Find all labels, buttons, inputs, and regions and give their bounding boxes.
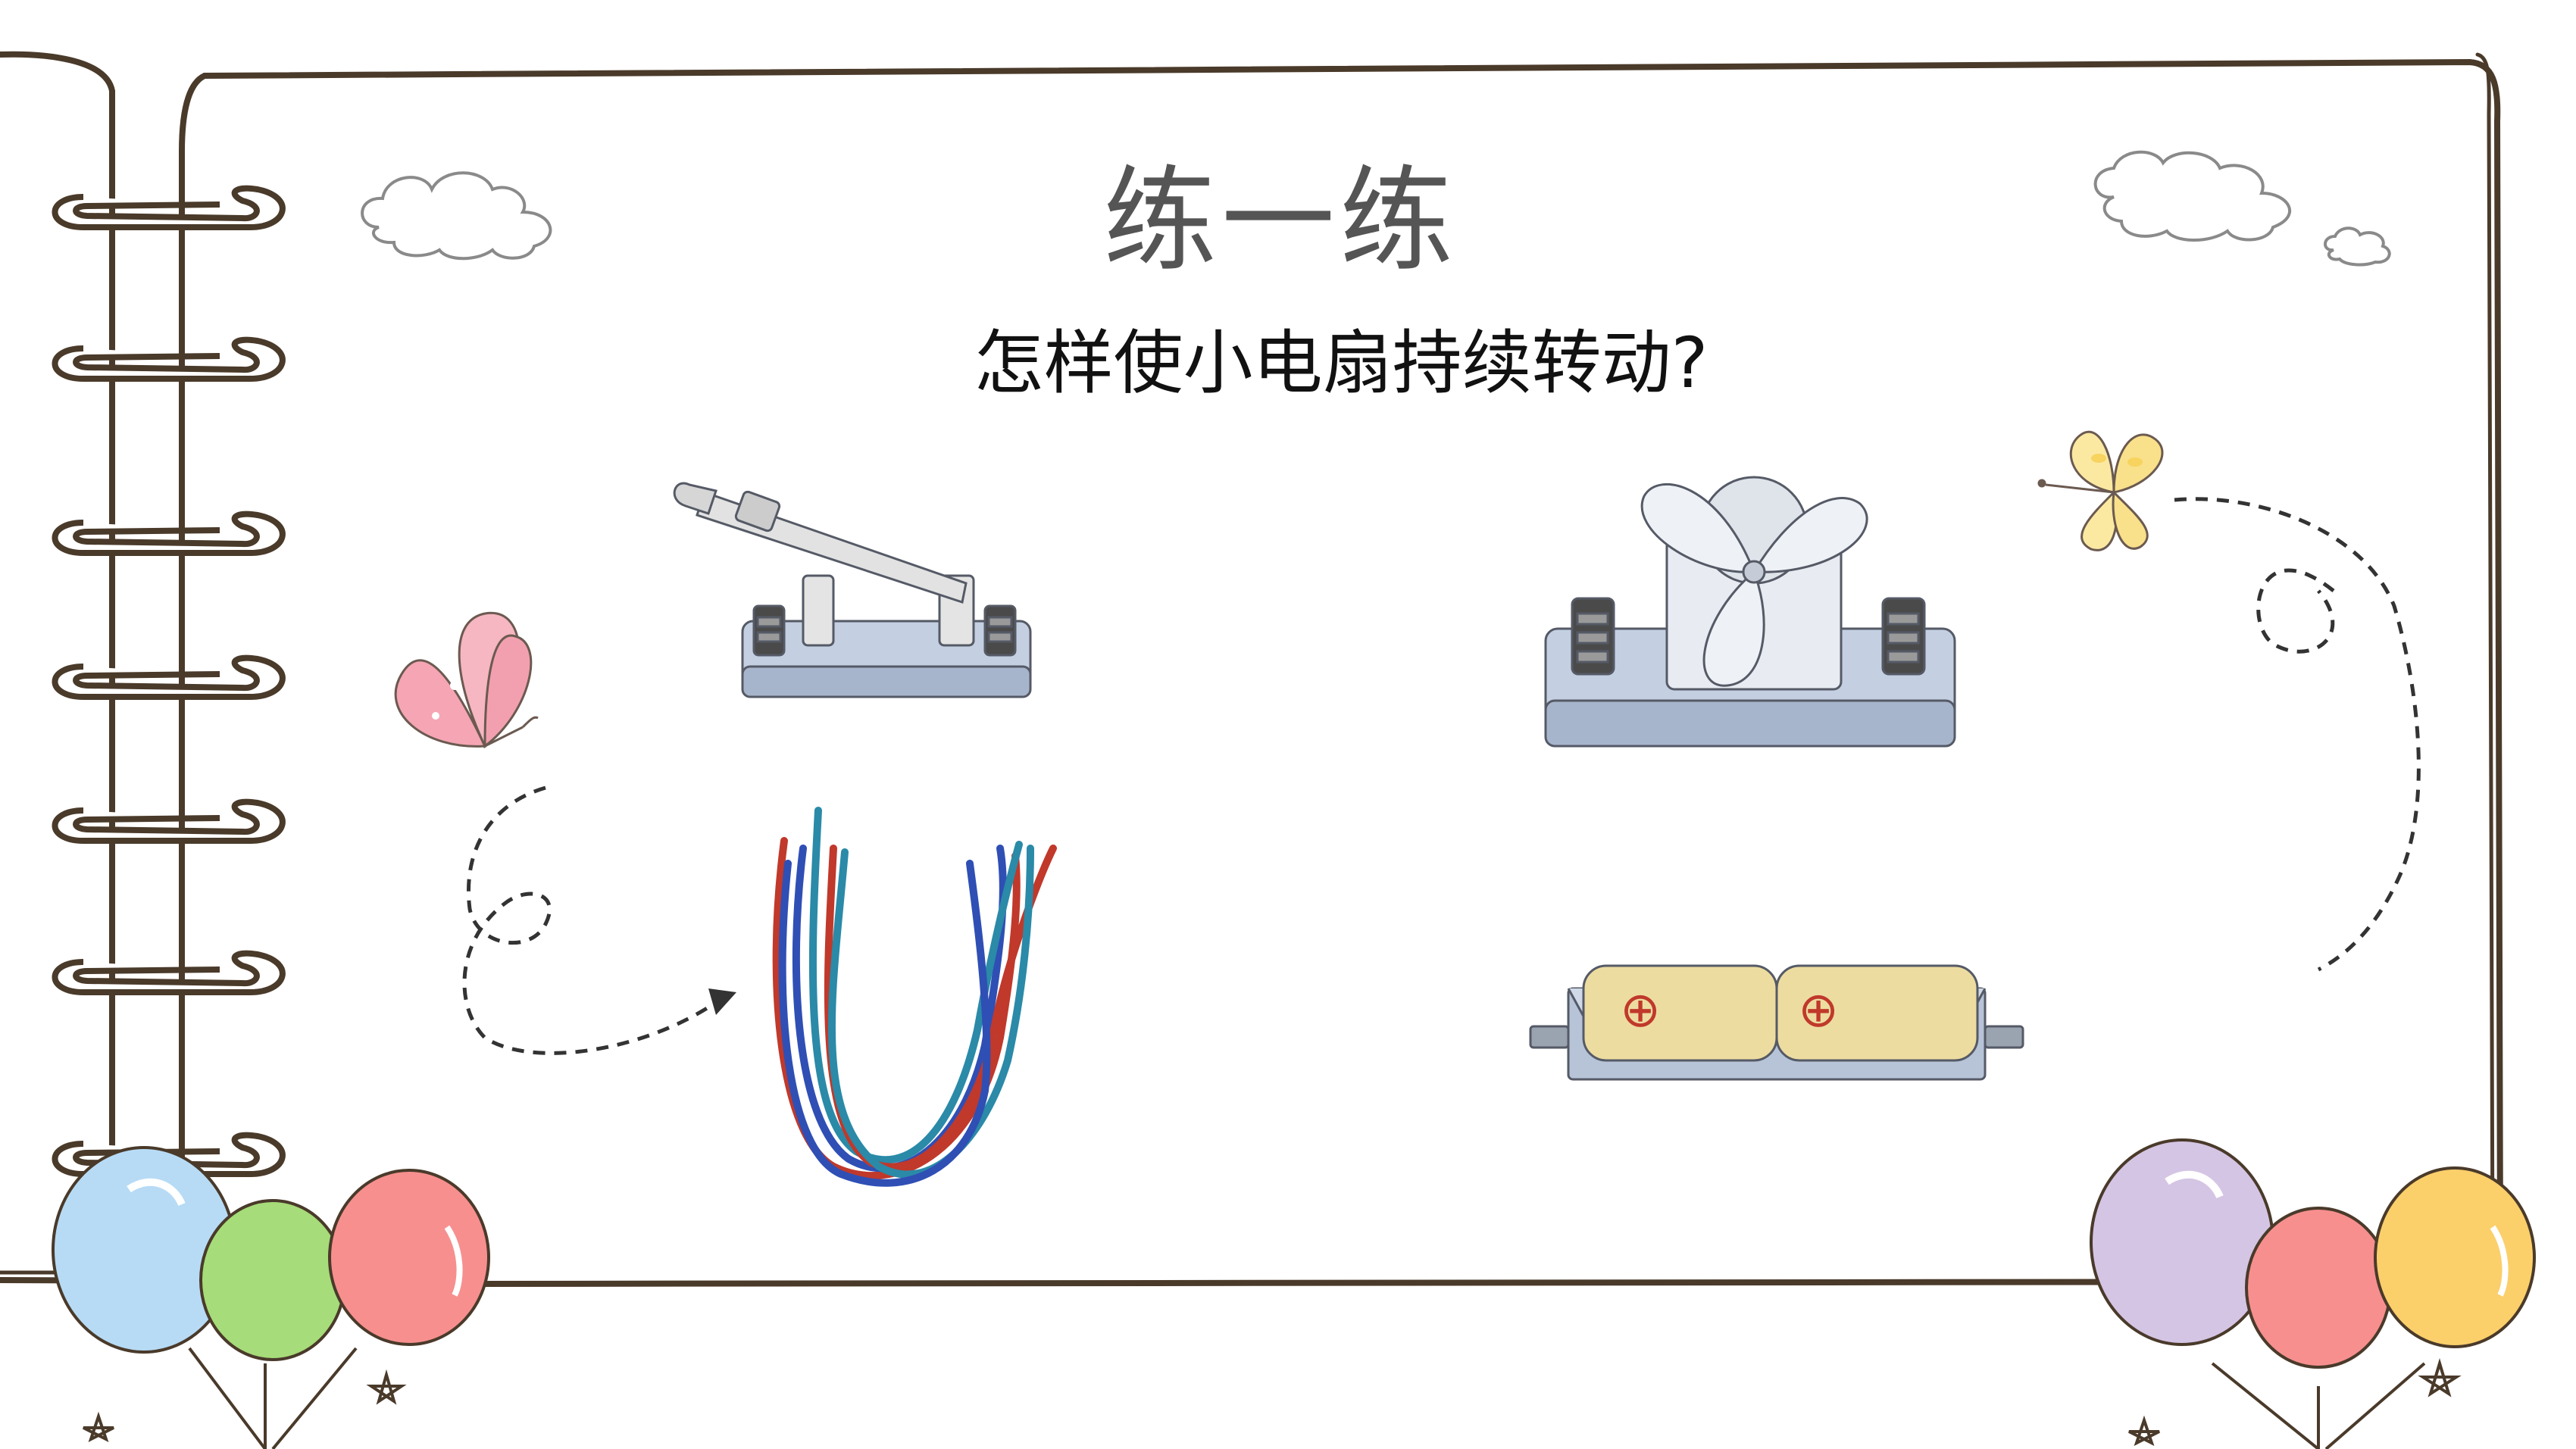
binder-ring-1 <box>52 185 286 230</box>
arrow-head-icon <box>708 988 736 1015</box>
battery-plus-mark: ⊕ <box>1620 982 1661 1038</box>
terminal-screw <box>752 604 786 657</box>
cloud-icon <box>2093 150 2391 267</box>
star-icon <box>83 1369 407 1442</box>
dashed-path <box>462 497 2421 1055</box>
knife-switch-illustration <box>673 482 1032 698</box>
butterfly-icon <box>394 611 539 749</box>
wires-illustration <box>772 807 1057 1187</box>
balloons-left <box>52 1146 490 1449</box>
binder-ring-6 <box>52 950 286 995</box>
terminal-screw <box>1571 597 1615 676</box>
battery-cell: ⊕ <box>1775 964 1979 1062</box>
battery-plus-mark: ⊕ <box>1798 982 1839 1038</box>
binder-ring-5 <box>52 798 286 844</box>
balloons-right <box>2090 1138 2536 1449</box>
star-icon <box>2128 1358 2462 1446</box>
terminal-screw <box>1881 597 1926 676</box>
battery-holder-illustration: ⊕ ⊕ <box>1529 964 2024 1081</box>
electric-fan-illustration <box>1544 476 1956 748</box>
binder-rings <box>52 185 286 1177</box>
butterfly-icon <box>2037 430 2164 551</box>
question-text: 怎样使小电扇持续转动? <box>974 323 1708 404</box>
terminal-screw <box>983 604 1017 657</box>
cloud-icon <box>361 171 552 261</box>
page-title: 练一练 <box>1102 155 1458 287</box>
battery-cell: ⊕ <box>1582 964 1778 1062</box>
fan-blade <box>1640 483 1868 687</box>
binder-ring-2 <box>52 336 286 382</box>
binder-ring-3 <box>52 511 286 556</box>
binder-ring-4 <box>52 654 286 700</box>
